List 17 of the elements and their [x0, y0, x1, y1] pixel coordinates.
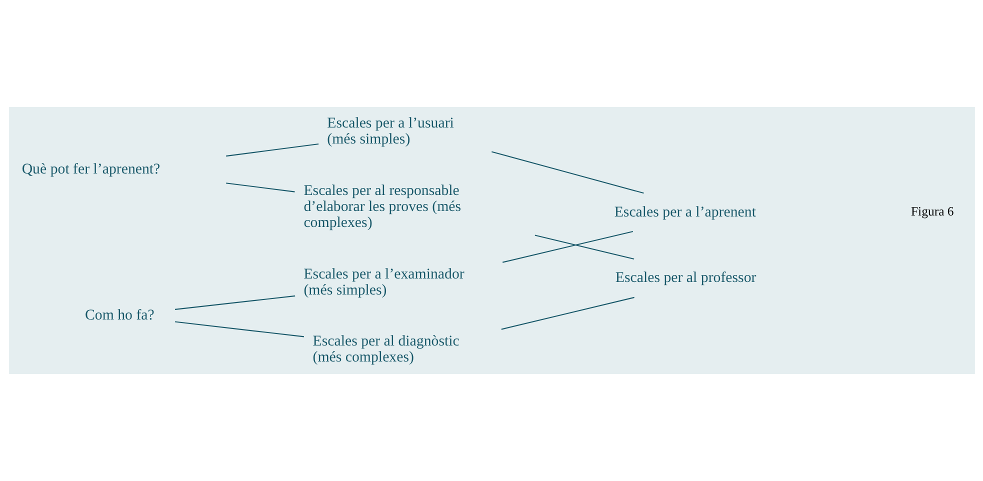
node-text: Què pot fer l’aprenent? — [21, 162, 160, 178]
node-text: Escales per al responsable d’elaborar les proves (més complexes) — [303, 182, 461, 231]
connector — [174, 295, 295, 310]
node-text: Escales per al diagnòstic (més complexes) — [312, 333, 459, 366]
connector — [500, 296, 634, 330]
connector — [226, 182, 294, 192]
label: Figura 6 — [910, 204, 954, 219]
node-text: Escales per a l’examinador (més simples) — [303, 266, 464, 298]
node-text: Escales per a l’aprenent — [614, 204, 756, 220]
connector — [226, 143, 318, 157]
connector — [502, 231, 633, 263]
connector — [491, 151, 644, 194]
connector — [534, 234, 634, 260]
node-text: Escales per al professor — [614, 270, 756, 286]
node-text: Escales per a l’usuari (més simples) — [326, 115, 454, 148]
node-text: Com ho fa? — [84, 307, 154, 324]
connector — [174, 321, 304, 338]
